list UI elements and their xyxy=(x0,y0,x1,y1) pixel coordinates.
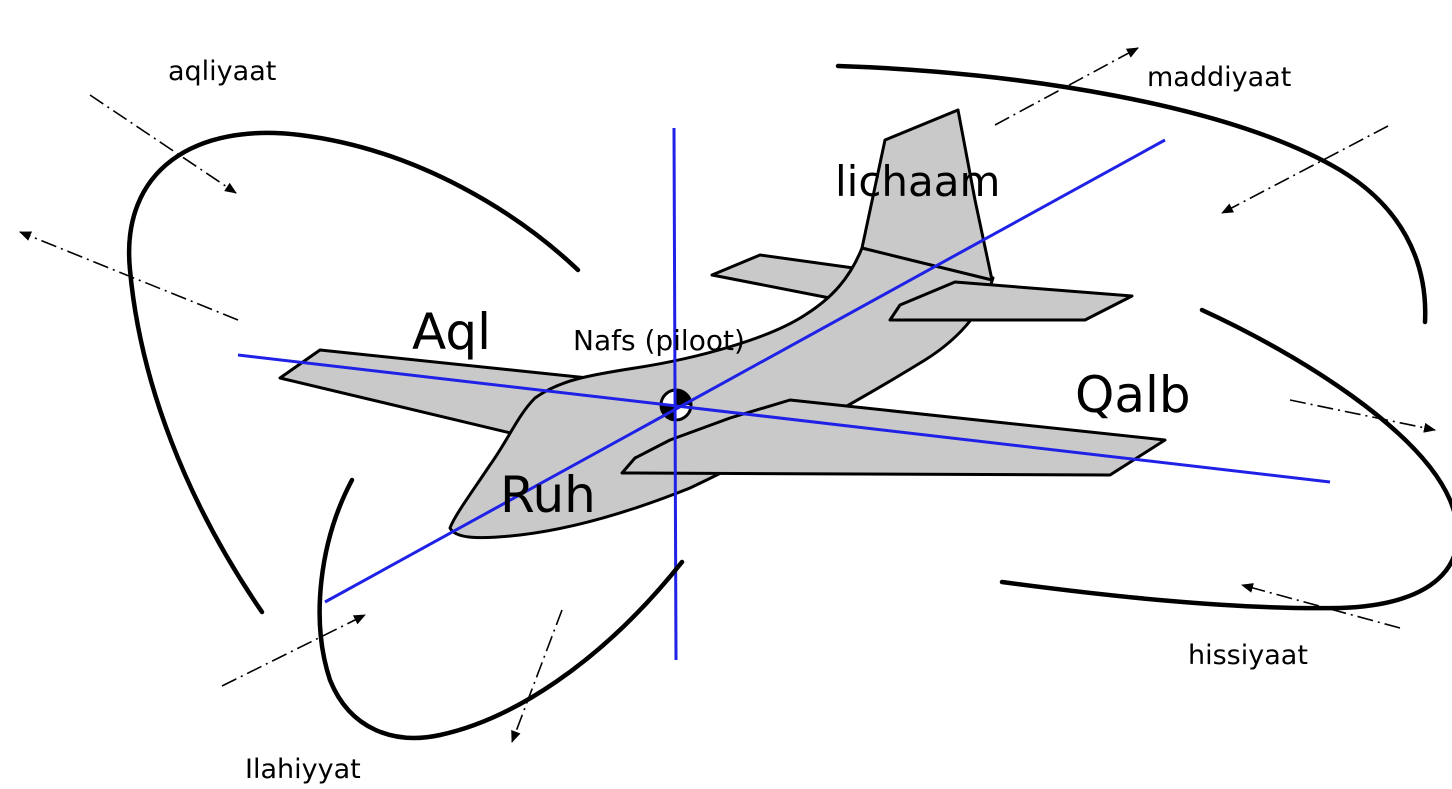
labels: aqliyaat maddiyaat lichaam Aql Nafs (pil… xyxy=(168,56,1308,785)
arrow-aqliyaat-in xyxy=(89,94,237,194)
pitch-axis xyxy=(237,353,1331,484)
top-right-arc xyxy=(835,63,1428,325)
right-horizontal-stabilizer xyxy=(888,280,1134,322)
bottom-left-arc xyxy=(317,477,685,741)
left-arc xyxy=(126,130,581,615)
arrow-qalb-out xyxy=(1289,399,1436,433)
rotation-arrows xyxy=(19,47,1436,743)
arrow-right-in xyxy=(1221,125,1389,214)
label-lichaam: lichaam xyxy=(835,157,1000,206)
label-qalb: Qalb xyxy=(1075,366,1191,424)
fuselage xyxy=(448,246,995,540)
bottom-right-arc xyxy=(999,307,1452,611)
airplane xyxy=(278,108,1167,540)
arrow-left-out xyxy=(19,231,239,321)
label-nafs: Nafs (piloot) xyxy=(573,324,745,357)
label-ruh: Ruh xyxy=(500,466,596,524)
roll-axis xyxy=(324,138,1166,604)
label-aqliyaat: aqliyaat xyxy=(168,56,276,87)
vertical-axis xyxy=(672,127,678,661)
arrow-bottom-left-in xyxy=(221,614,366,687)
label-hissiyaat: hissiyaat xyxy=(1188,640,1308,671)
label-aql: Aql xyxy=(412,303,491,361)
vertical-tail-fin xyxy=(860,108,994,282)
label-maddiyaat: maddiyaat xyxy=(1147,62,1291,93)
label-ilahiyyat: Ilahiyyat xyxy=(245,754,361,784)
right-wing xyxy=(620,398,1167,477)
arrow-ilahiyyat-out xyxy=(511,609,563,743)
rotation-arcs xyxy=(126,63,1452,741)
